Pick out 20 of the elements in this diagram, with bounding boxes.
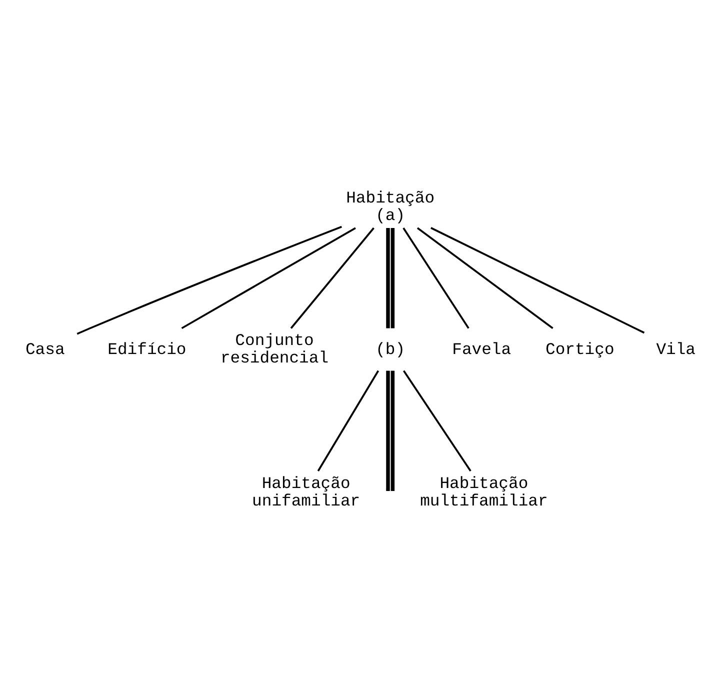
connector: [402, 228, 470, 329]
node-text: Conjunto residencial: [220, 331, 329, 368]
node-text: Edifício: [108, 340, 186, 359]
node-text: Habitação unifamiliar: [252, 474, 360, 510]
connector: [430, 227, 645, 334]
connector: [416, 227, 554, 329]
node-text: Habitação multifamiliar: [420, 474, 548, 510]
node-text: Favela: [452, 340, 512, 359]
node-text: Vila: [656, 340, 696, 359]
connector: [317, 370, 380, 472]
node-text: Cortiço: [546, 340, 614, 359]
connector: [386, 370, 395, 492]
node-text: Casa: [25, 340, 65, 359]
connector: [402, 370, 472, 472]
node-text: (b): [376, 340, 406, 359]
connector: [290, 227, 374, 329]
connector: [76, 226, 342, 335]
node-text: Habitação (a): [346, 188, 435, 225]
connector: [386, 228, 395, 328]
connector: [181, 227, 356, 330]
